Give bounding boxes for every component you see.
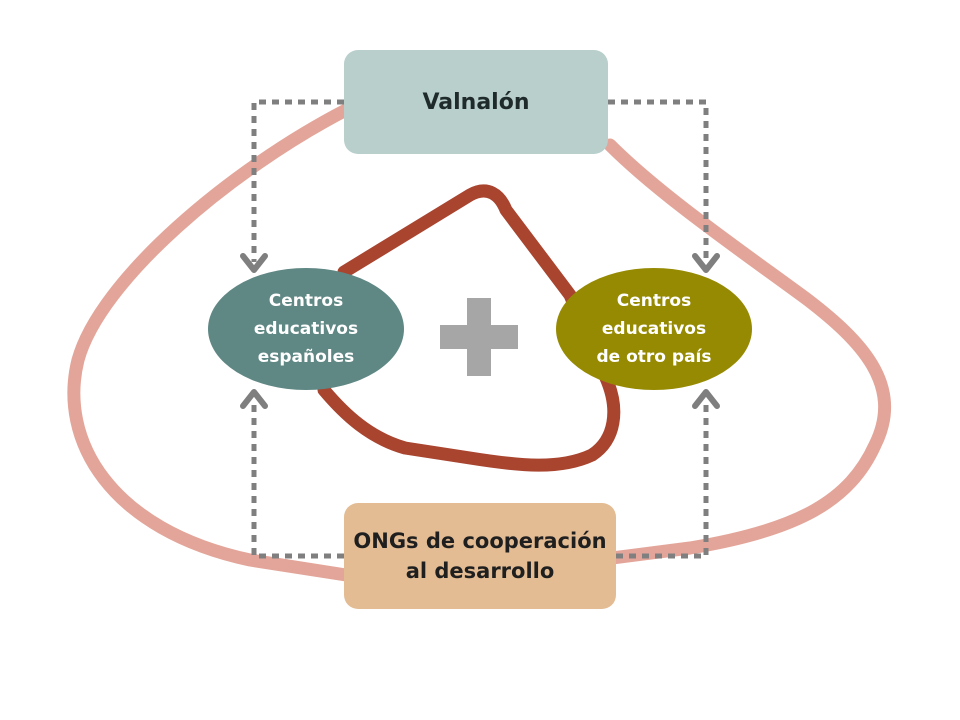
- arrowhead-up-spain-icon: [240, 389, 268, 409]
- spanish-schools-label: Centros educativos españoles: [253, 291, 359, 367]
- arrowhead-down-other-icon: [692, 253, 720, 273]
- other-country-schools-label: Centros educativos de otro país: [596, 291, 712, 367]
- arrowhead-down-spain-icon: [240, 253, 268, 273]
- dotted-arrows: [251, 99, 709, 559]
- valnalon-box: Valnalón: [344, 50, 608, 154]
- inner-loop: [317, 184, 621, 472]
- ongs-box: ONGs de cooperación al desarrollo: [344, 503, 616, 609]
- outer-loop: [67, 103, 892, 582]
- dotted-valnalon-to-other: [608, 99, 709, 262]
- valnalon-label: Valnalón: [422, 89, 530, 115]
- arrowhead-up-other-icon: [692, 389, 720, 409]
- ongs-label: ONGs de cooperación al desarrollo: [353, 529, 607, 583]
- plus-icon: [440, 298, 518, 376]
- dotted-ongs-to-other: [616, 402, 709, 559]
- dotted-ongs-to-spain: [251, 402, 344, 559]
- other-country-schools-ellipse: Centros educativos de otro país: [556, 268, 752, 390]
- dotted-valnalon-to-spain: [251, 99, 344, 262]
- spanish-schools-ellipse: Centros educativos españoles: [208, 268, 404, 390]
